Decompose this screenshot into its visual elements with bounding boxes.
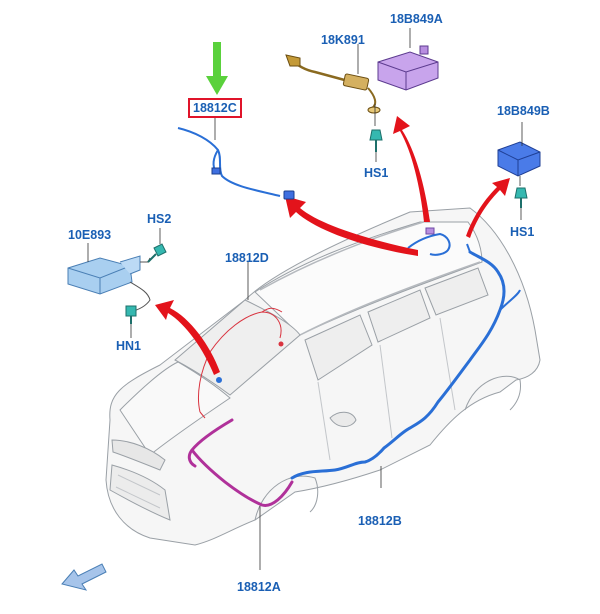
label-18812b: 18812B xyxy=(358,514,402,528)
label-hs1-top: HS1 xyxy=(364,166,389,180)
part-18b849a-module xyxy=(377,28,439,91)
module-connector xyxy=(425,227,435,235)
part-10e893-module xyxy=(67,243,151,313)
label-18b849a: 18B849A xyxy=(390,12,443,26)
label-hs1-right: HS1 xyxy=(510,225,535,239)
fastener-hs1-top xyxy=(369,104,383,162)
label-18b849b: 18B849B xyxy=(497,104,550,118)
label-18k891: 18K891 xyxy=(321,33,365,47)
label-10e893: 10E893 xyxy=(68,228,112,242)
fastener-hs1-right xyxy=(514,176,528,220)
harness-18812b xyxy=(290,250,506,480)
connector-dot xyxy=(216,377,222,383)
vehicle-body xyxy=(105,207,541,546)
pointer-arrows xyxy=(155,116,510,375)
label-hs2: HS2 xyxy=(147,212,172,226)
part-18b849b-module xyxy=(497,122,541,177)
label-18812a: 18812A xyxy=(237,580,281,594)
label-hn1: HN1 xyxy=(116,339,142,353)
harness-18812c-installed xyxy=(407,232,451,256)
fastener-hn1 xyxy=(125,305,137,338)
harness-18812d xyxy=(197,307,283,413)
indicator-arrow xyxy=(206,42,228,95)
label-18812d: 18812D xyxy=(225,251,269,265)
label-18812c[interactable]: 18812C xyxy=(188,98,242,118)
harness-18812a xyxy=(187,418,294,507)
fastener-hs2 xyxy=(147,228,167,263)
leader-lines xyxy=(214,44,382,570)
connector-dot xyxy=(278,341,284,347)
part-18k891-cable xyxy=(285,54,381,114)
view-direction-arrow xyxy=(61,563,107,591)
part-18812c-harness xyxy=(177,127,295,200)
